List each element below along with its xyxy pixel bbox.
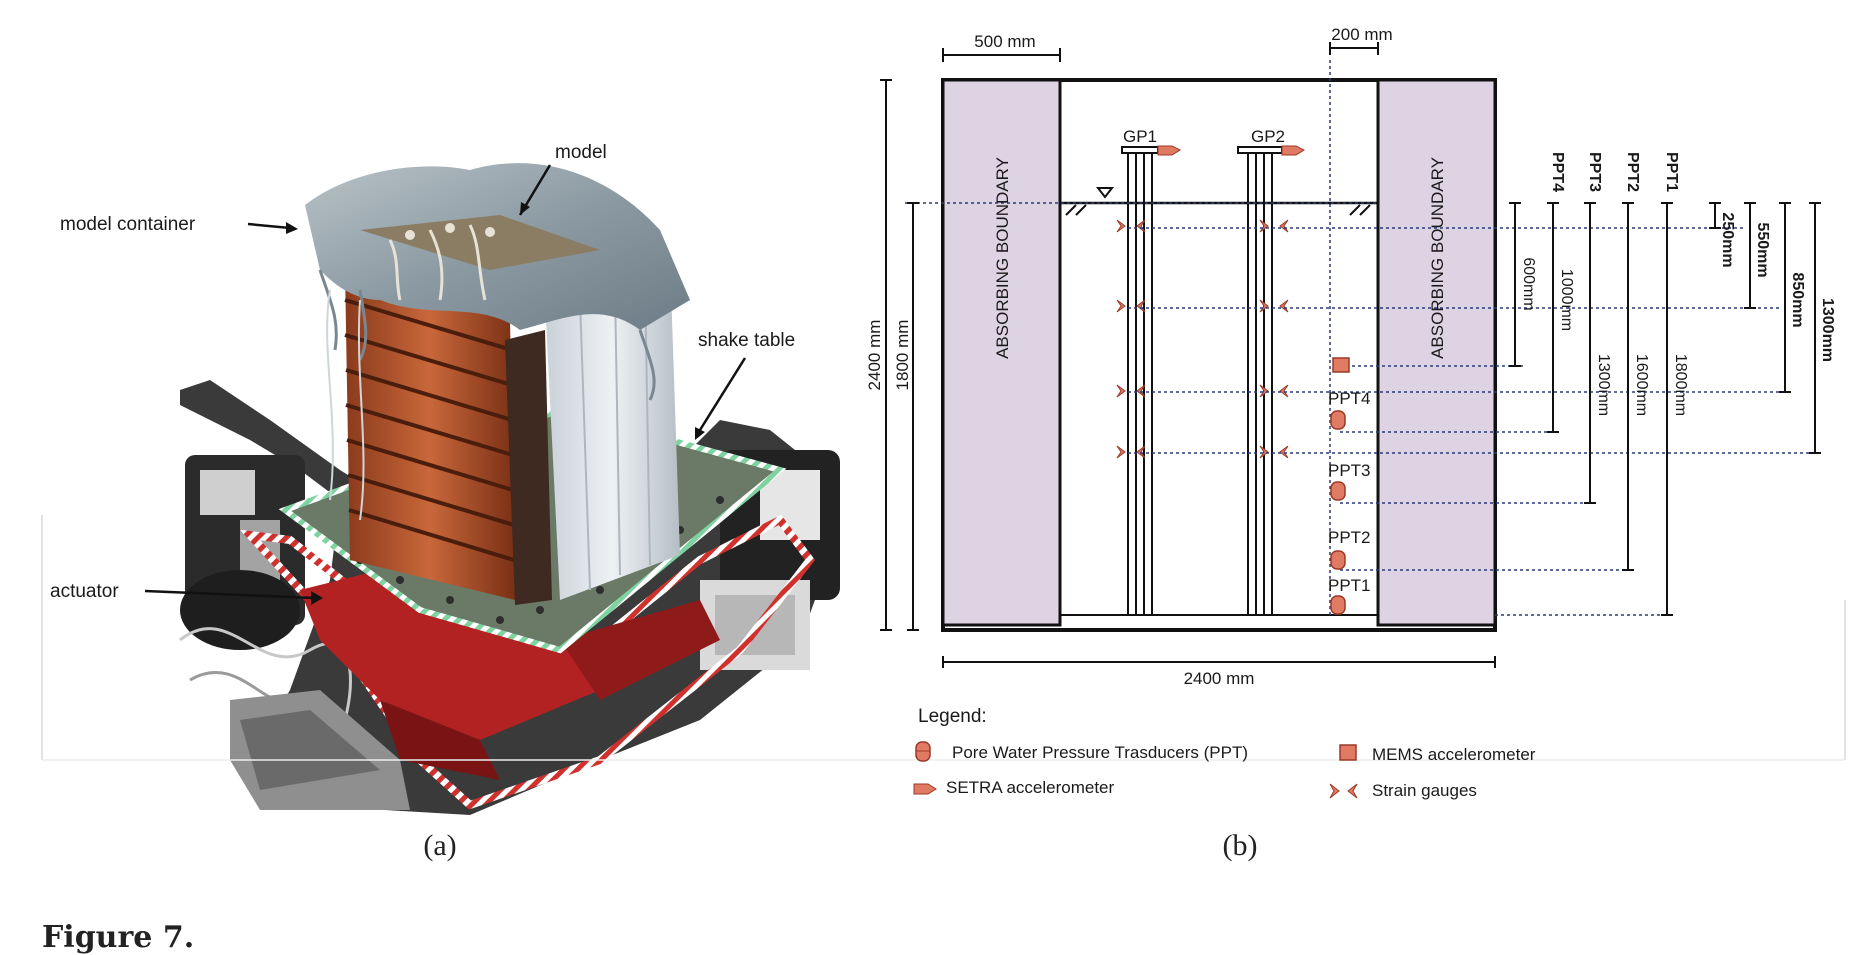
dim-1800mm-label: 1800 mm — [893, 320, 912, 391]
ppt2-column-label: PPT2 — [1624, 152, 1641, 192]
dim-2400mm-vertical-label: 2400 mm — [865, 320, 884, 391]
panel-b-label: (b) — [1223, 829, 1258, 862]
dim-500mm — [942, 48, 1061, 62]
water-level-icon — [1095, 187, 1115, 199]
pile-gp2: GP2 — [1237, 127, 1306, 615]
ppt-sensors — [1330, 410, 1346, 615]
annotation-model-container: model container — [60, 214, 196, 235]
pile-gp1-label: GP1 — [1123, 127, 1157, 146]
panel-a-photo: model model container shake table actuat… — [50, 142, 840, 815]
legend: Legend: Pore Water Pressure Trasducers (… — [913, 706, 1536, 800]
annotation-actuator: actuator — [50, 581, 119, 602]
setra-icon-gp1 — [1157, 145, 1182, 156]
pile-gp2-label: GP2 — [1251, 127, 1285, 146]
panel-b-schematic: ABSORBING BOUNDARY ABSORBING BOUNDARY GP… — [865, 25, 1836, 800]
absorbing-boundary-right-label: ABSORBING BOUNDARY — [1428, 157, 1447, 359]
ppt3-depth-label: 1300mm — [1595, 354, 1612, 416]
laminar-box — [345, 270, 515, 600]
dim-600mm — [1509, 202, 1521, 367]
figure-caption: Figure 7. — [42, 920, 195, 955]
annotation-shake-table: shake table — [698, 330, 795, 351]
legend-strain-icon — [1329, 783, 1358, 799]
legend-mems-icon — [1339, 744, 1357, 761]
panel-a-label: (a) — [423, 829, 456, 862]
dim-2400mm-vertical — [880, 79, 892, 631]
dim-2400mm-horizontal — [942, 656, 1496, 668]
dim-600mm-label: 600mm — [1520, 257, 1537, 310]
ppt4-column-label: PPT4 — [1549, 152, 1566, 192]
ppt3-label: PPT3 — [1328, 461, 1371, 480]
gauge-depth-bars — [1709, 202, 1821, 454]
ground-hatch-left — [1065, 204, 1087, 216]
mems-accelerometer — [1332, 357, 1350, 373]
dim-200mm-label: 200 mm — [1331, 25, 1392, 44]
dim-2400mm-horizontal-label: 2400 mm — [1184, 669, 1255, 688]
legend-setra-icon — [913, 783, 937, 795]
dim-500mm-label: 500 mm — [974, 32, 1035, 51]
absorbing-boundary-left — [941, 78, 1062, 627]
legend-ppt-text: Pore Water Pressure Trasducers (PPT) — [952, 743, 1248, 762]
gauge-depth-250-label: 250mm — [1719, 212, 1736, 267]
dim-1800mm — [907, 202, 919, 631]
ppt2-depth-label: 1600mm — [1633, 354, 1650, 416]
gauge-depth-550-label: 550mm — [1754, 222, 1771, 277]
annotation-model: model — [555, 142, 607, 163]
arrow-model-container — [247, 222, 291, 230]
absorbing-boundary-left-label: ABSORBING BOUNDARY — [993, 157, 1012, 359]
pile-gp1: GP1 — [1121, 127, 1182, 615]
ppt-depth-bars — [1547, 202, 1673, 616]
legend-title: Legend: — [918, 706, 987, 727]
dim-200mm — [1329, 42, 1379, 55]
ppt1-column-label: PPT1 — [1663, 152, 1680, 192]
ppt4-depth-label: 1000mm — [1558, 269, 1575, 331]
strain-gauges — [1116, 219, 1289, 459]
gauge-depth-1300-label: 1300mm — [1819, 298, 1836, 362]
absorbing-boundary-right — [1376, 78, 1497, 627]
arrow-actuator — [144, 589, 316, 600]
ppt2-label: PPT2 — [1328, 528, 1371, 547]
ppt1-depth-label: 1800mm — [1672, 354, 1689, 416]
setra-icon-gp2 — [1281, 145, 1306, 156]
ground-hatch-right — [1349, 204, 1371, 216]
ppt4-label: PPT4 — [1328, 389, 1371, 408]
gauge-depth-850-label: 850mm — [1789, 272, 1806, 327]
ppt3-column-label: PPT3 — [1586, 152, 1603, 192]
arrow-shake-table — [698, 357, 747, 431]
legend-mems-text: MEMS accelerometer — [1372, 745, 1536, 764]
depth-guides — [905, 60, 1815, 616]
ppt1-label: PPT1 — [1328, 576, 1371, 595]
legend-strain-text: Strain gauges — [1372, 781, 1477, 800]
legend-setra-text: SETRA accelerometer — [946, 778, 1115, 797]
